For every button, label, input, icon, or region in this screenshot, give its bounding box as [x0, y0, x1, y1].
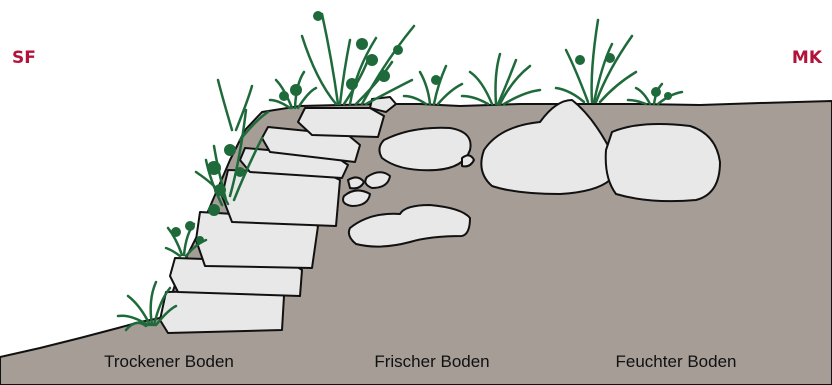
zone-label-dry: Trockener Boden [104, 352, 234, 372]
wall-stone-4 [222, 170, 340, 226]
zone-label-moist: Feuchter Boden [616, 352, 737, 372]
plant-top-grass-1 [404, 66, 462, 104]
pebble-3 [348, 177, 364, 188]
stone-large-right [606, 124, 720, 201]
wall-stone-1 [160, 290, 284, 333]
corner-label-right: MK [792, 48, 822, 68]
plant-top-left [270, 72, 316, 108]
corner-label-left: SF [12, 48, 36, 68]
plant-top-right [628, 84, 682, 104]
plant-top-grass-3 [556, 20, 636, 102]
plant-top-grass-2 [462, 54, 540, 104]
wall-stone-7 [298, 108, 384, 137]
plant-top-cluster [302, 11, 414, 104]
zone-label-fresh: Frischer Boden [374, 352, 489, 372]
